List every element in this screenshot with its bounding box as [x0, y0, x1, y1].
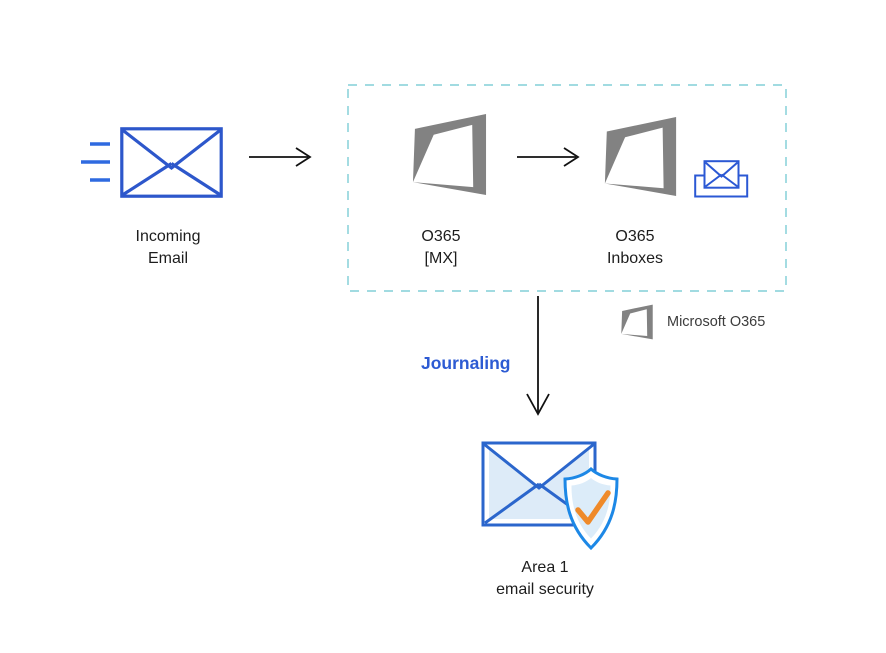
office365-inboxes-icon	[604, 117, 677, 196]
o365-inboxes-label-line2: Inboxes	[606, 250, 664, 267]
journaling-label: Journaling	[421, 353, 511, 373]
speed-lines-icon	[81, 142, 110, 182]
shield-check-icon	[563, 466, 619, 551]
o365-mx-label: O365 [MX]	[421, 226, 460, 270]
right-arrow-2-icon	[517, 147, 580, 167]
o365-mx-label-line2: [MX]	[424, 250, 458, 267]
right-arrow-1-icon	[249, 147, 312, 167]
email-security-icon	[481, 441, 619, 551]
incoming-email-label-line1: Incoming	[135, 228, 201, 245]
office365-mx-icon	[412, 114, 487, 195]
o365-mx-label-line1: O365	[421, 228, 461, 245]
incoming-email-label: Incoming Email	[136, 226, 201, 270]
incoming-email-envelope-icon	[120, 127, 223, 198]
inbox-tray-icon	[694, 160, 749, 198]
o365-inboxes-label: O365 Inboxes	[607, 226, 663, 270]
legend-label: Microsoft O365	[667, 314, 766, 330]
down-arrow-icon	[526, 296, 550, 416]
office365-legend-icon	[621, 304, 653, 340]
area1-label-line2: email security	[496, 581, 594, 598]
area1-label: Area 1 email security	[496, 557, 594, 601]
area1-label-line1: Area 1	[521, 559, 569, 576]
o365-inboxes-label-line1: O365	[615, 228, 655, 245]
incoming-email-label-line2: Email	[147, 250, 189, 267]
